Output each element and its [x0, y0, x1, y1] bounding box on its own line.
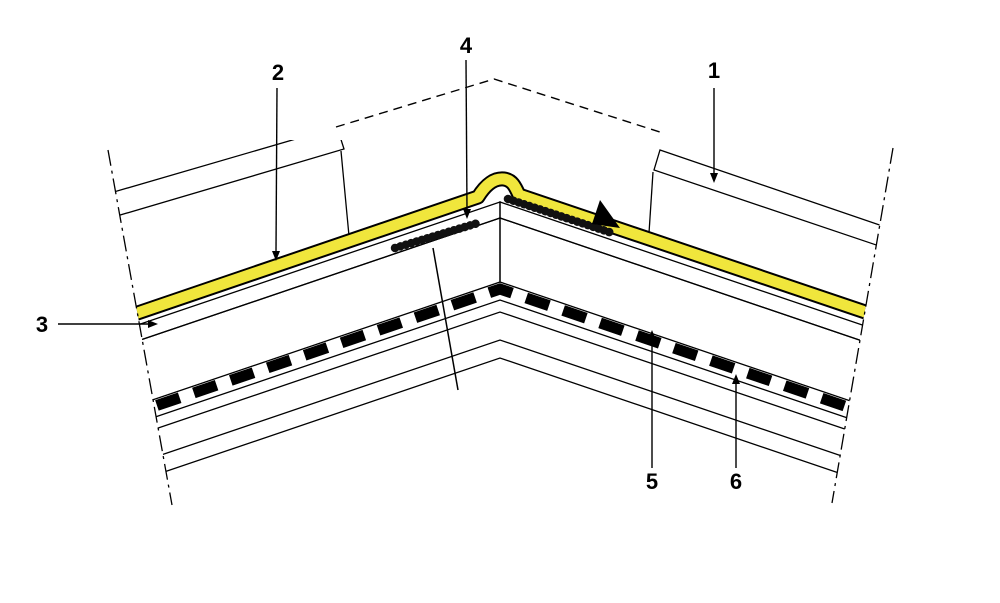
- cut-boundary-right: [831, 147, 894, 504]
- callout-1-arrowhead: [710, 173, 718, 183]
- ceiling-line-upper: [119, 339, 881, 470]
- callout-1-label: 1: [708, 58, 720, 83]
- covering-cut-edge-right: [648, 171, 654, 234]
- callout-3: 3: [36, 312, 158, 337]
- top-dashed-ridge-outline: [335, 78, 664, 134]
- roof-covering-left: [106, 140, 345, 222]
- callout-3-label: 3: [36, 312, 48, 337]
- cut-boundary-left: [107, 149, 173, 506]
- callout-4-label: 4: [460, 33, 473, 58]
- ridge-seal-strip-left: [390, 218, 483, 253]
- ridge-clamp-triangle: [592, 200, 620, 228]
- callout-3-arrowhead: [148, 320, 158, 328]
- callout-2-arrowhead: [272, 251, 280, 261]
- callout-5: 5: [646, 330, 658, 494]
- callout-6-arrowhead: [732, 374, 740, 384]
- deck-line-upper: [119, 299, 881, 430]
- callout-6-label: 6: [730, 469, 742, 494]
- roof-section-layers: [106, 140, 894, 488]
- sheathing-layer-right: [499, 201, 881, 348]
- membrane-layer: [118, 173, 882, 325]
- callout-2: 2: [272, 60, 284, 261]
- vapor-barrier-layer: [118, 283, 882, 424]
- callout-5-label: 5: [646, 469, 658, 494]
- callout-6: 6: [730, 374, 742, 494]
- sheathing-layer-left: [119, 201, 501, 348]
- callout-4-arrowhead: [463, 209, 471, 219]
- fastener-line: [432, 247, 459, 391]
- covering-cut-edge-left: [340, 150, 350, 237]
- callout-5-arrowhead: [648, 330, 656, 340]
- callout-4-leader: [465, 59, 468, 211]
- callout-2-leader: [275, 87, 278, 253]
- callout-2-label: 2: [272, 60, 284, 85]
- deck-line-lower: [119, 311, 881, 442]
- callout-4: 4: [460, 33, 473, 219]
- ceiling-line-lower: [119, 357, 881, 488]
- ridge-seal-strip-right: [503, 194, 617, 238]
- callout-1: 1: [708, 58, 720, 183]
- roof-covering-right: [653, 149, 894, 254]
